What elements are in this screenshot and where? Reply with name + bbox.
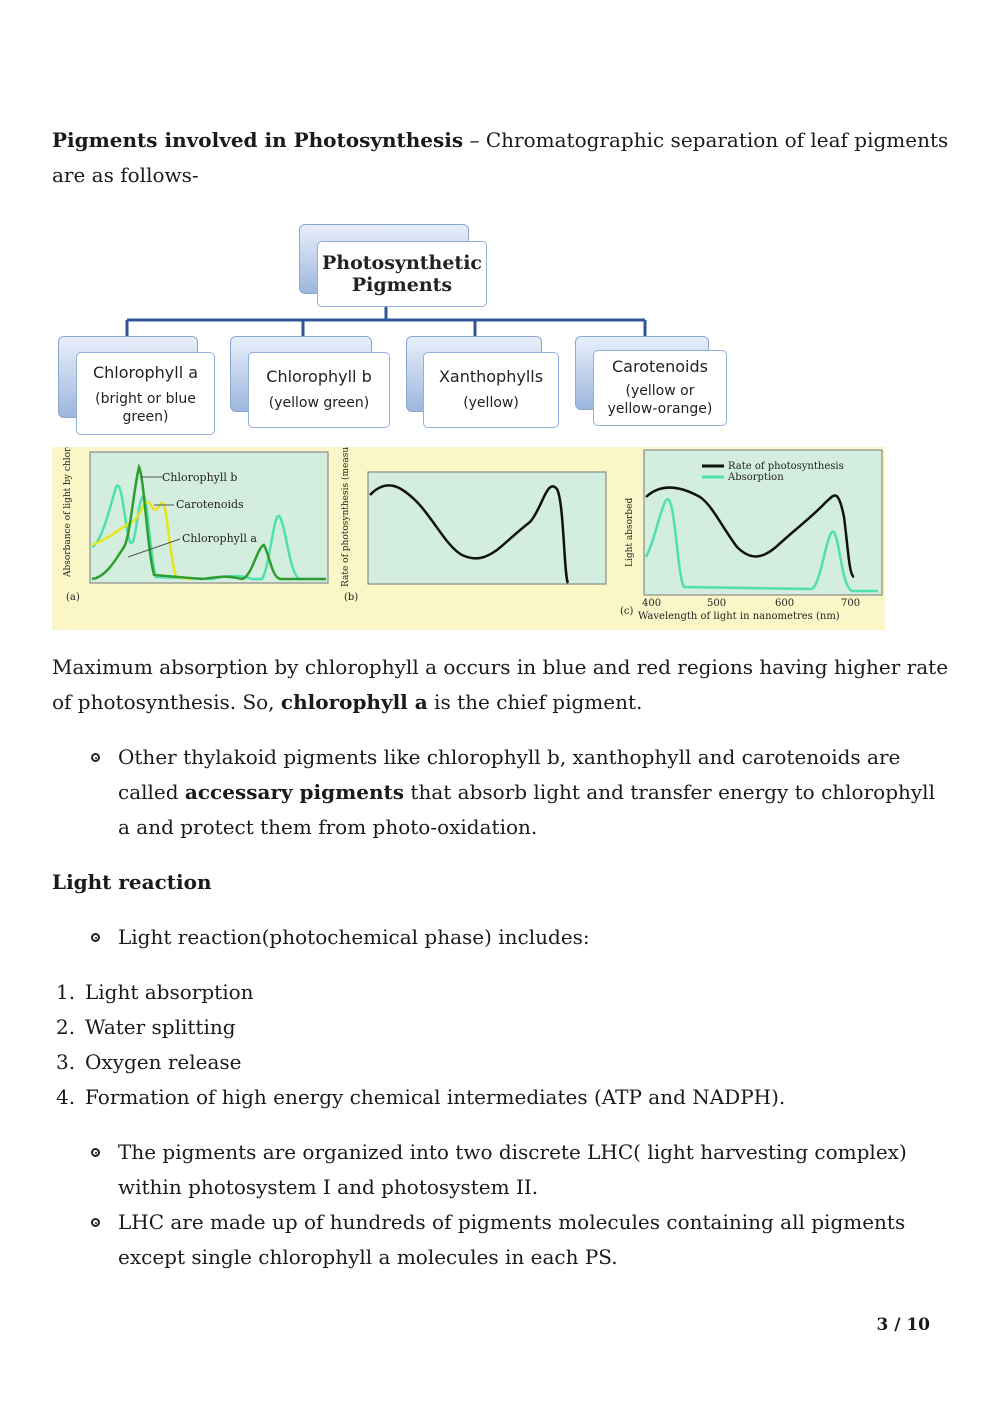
b4-text: LHC are made up of hundreds of pigments … (118, 1210, 906, 1269)
node-name: Carotenoids (612, 357, 708, 376)
list-item: 1. Light absorption (56, 975, 254, 1010)
bullet-lhc-organization: The pigments are organized into two disc… (91, 1135, 938, 1205)
list-item: 4. Formation of high energy chemical inte… (56, 1080, 785, 1115)
list-item: 2. Water splitting (56, 1010, 236, 1045)
node-chlorophyll-a: Chlorophyll a (bright or blue green) (76, 352, 215, 435)
bullet-icon (91, 1148, 100, 1157)
diagram-connectors (125, 306, 647, 336)
list-item: 3. Oxygen release (56, 1045, 242, 1080)
list-num: 4. (56, 1085, 76, 1109)
list-text: Formation of high energy chemical interm… (85, 1085, 786, 1109)
node-desc: (yellow or yellow-orange) (607, 383, 713, 417)
list-num: 3. (56, 1050, 76, 1074)
xtick-700: 700 (841, 598, 860, 609)
b3-text: The pigments are organized into two disc… (118, 1140, 907, 1199)
bullet-icon (91, 753, 100, 762)
label-chlorophyll-a: Chlorophyll a (182, 532, 257, 545)
label-chlorophyll-b: Chlorophyll b (162, 471, 237, 484)
page-number: 3 / 10 (876, 1315, 930, 1335)
node-chlorophyll-b: Chlorophyll b (yellow green) (248, 352, 390, 428)
intro-rest: – Chromatographic separation of leaf pig… (52, 128, 949, 187)
curve-chlorophyll-a (91, 484, 326, 581)
curve-rate-c (645, 486, 855, 579)
panel-c-label: (c) (620, 606, 634, 617)
b1-part1: Other thylakoid pigments like chlorophyl… (118, 745, 901, 804)
node-name: Xanthophylls (438, 367, 544, 386)
ylabel-a: Absorbance of light by chloroplast pigme… (63, 447, 73, 578)
list-text: Oxygen release (85, 1050, 242, 1074)
chlorophyll-a-paragraph: Maximum absorption by chlorophyll a occu… (52, 650, 952, 720)
node-desc: (yellow green) (268, 395, 370, 411)
ylabel-b: Rate of photosynthesis (measured by O₂ r… (340, 447, 351, 587)
bullet-light-reaction-includes: Light reaction(photochemical phase) incl… (91, 920, 938, 955)
intro-paragraph: Pigments involved in Photosynthesis – Ch… (52, 123, 952, 193)
list-num: 1. (56, 980, 76, 1004)
node-carotenoids: Carotenoids (yellow or yellow-orange) (593, 350, 727, 426)
node-desc: (yellow) (463, 395, 519, 411)
root-line1: Photosynthetic (321, 252, 482, 274)
panel-b-label: (b) (344, 592, 358, 603)
bullet-lhc-composition: LHC are made up of hundreds of pigments … (91, 1205, 938, 1275)
xtick-500: 500 (707, 598, 726, 609)
p2-part2: is the chief pigment. (427, 690, 643, 714)
curve-chlorophyll-b (91, 463, 326, 581)
xtick-600: 600 (775, 598, 794, 609)
bullet-icon (91, 1218, 100, 1227)
p2-part1: Maximum absorption by chlorophyll a occu… (52, 655, 949, 714)
b2-text: Light reaction(photochemical phase) incl… (118, 925, 590, 949)
node-name: Chlorophyll b (266, 367, 372, 386)
legend-absorption: Absorption (727, 472, 784, 483)
b1-bold: accessary pigments (184, 780, 405, 804)
list-text: Light absorption (85, 980, 254, 1004)
absorption-spectra-figure: Chlorophyll b Carotenoids Chlorophyll a … (52, 447, 885, 630)
root-node-photosynthetic-pigments: Photosynthetic Pigments (317, 241, 487, 307)
node-name: Chlorophyll a (92, 363, 199, 382)
legend-rate: Rate of photosynthesis (728, 461, 844, 472)
list-text: Water splitting (85, 1015, 236, 1039)
ylabel-c: Light absorbed (625, 498, 635, 567)
b1-part2: that absorb light and transfer energy to… (118, 780, 935, 839)
curve-absorption-c (644, 498, 878, 593)
node-desc: (bright or blue green) (95, 391, 196, 425)
panel-a-label: (a) (66, 592, 80, 603)
xlabel-c: Wavelength of light in nanometres (nm) (638, 611, 840, 622)
plot-b-area (367, 471, 607, 585)
xtick-400: 400 (642, 598, 661, 609)
bullet-accessary-pigments: Other thylakoid pigments like chlorophyl… (91, 740, 938, 845)
root-line2: Pigments (351, 274, 453, 296)
spectra-svg: Chlorophyll b Carotenoids Chlorophyll a … (63, 447, 883, 622)
curve-rate-b (369, 484, 570, 584)
list-num: 2. (56, 1015, 76, 1039)
label-carotenoids: Carotenoids (176, 498, 244, 511)
node-xanthophylls: Xanthophylls (yellow) (423, 352, 559, 428)
bullet-icon (91, 933, 100, 942)
curve-carotenoids (91, 501, 193, 581)
heading-light-reaction: Light reaction (52, 870, 212, 894)
intro-bold: Pigments involved in Photosynthesis (52, 128, 464, 152)
p2-bold: chlorophyll a (280, 690, 428, 714)
